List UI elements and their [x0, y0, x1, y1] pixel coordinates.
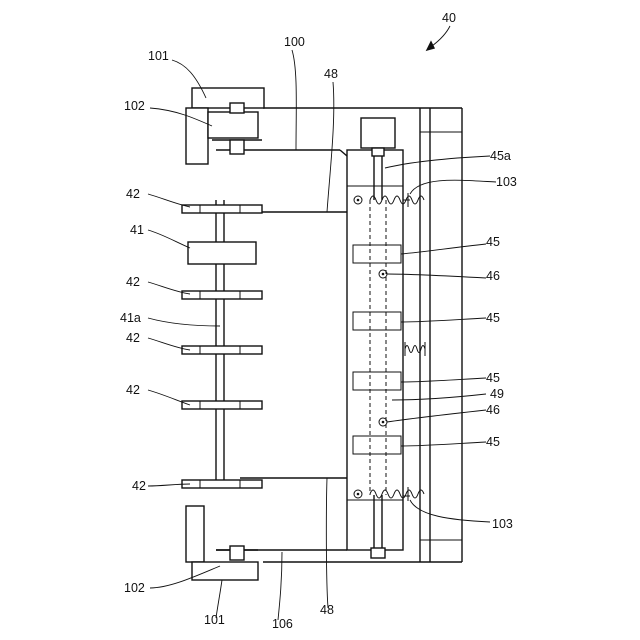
label-101-top: 101: [148, 49, 169, 63]
label-102-top: 102: [124, 99, 145, 113]
label-100: 100: [284, 35, 305, 49]
label-41a: 41a: [120, 311, 141, 325]
label-42-4: 42: [126, 383, 140, 397]
figure-arrow-head: [427, 42, 434, 50]
label-48-bottom: 48: [320, 603, 334, 617]
label-45-4: 45: [486, 435, 500, 449]
label-49: 49: [490, 387, 504, 401]
label-45-1: 45: [486, 235, 500, 249]
label-101-bottom: 101: [204, 613, 225, 627]
side-spring: [405, 342, 425, 356]
label-46-1: 46: [486, 269, 500, 283]
label-106: 106: [272, 617, 293, 631]
label-48-top: 48: [324, 67, 338, 81]
label-42-3: 42: [126, 331, 140, 345]
label-102-bottom: 102: [124, 581, 145, 595]
label-45-3: 45: [486, 371, 500, 385]
label-45a: 45a: [490, 149, 511, 163]
top-motor: [186, 88, 264, 164]
figure-arrow: [432, 26, 450, 46]
label-103-top: 103: [496, 175, 517, 189]
label-45-2: 45: [486, 311, 500, 325]
label-42-2: 42: [126, 275, 140, 289]
label-42-1: 42: [126, 187, 140, 201]
label-42-5: 42: [132, 479, 146, 493]
label-41: 41: [130, 223, 144, 237]
label-103-bottom: 103: [492, 517, 513, 531]
shaft-assembly: [182, 200, 262, 488]
bottom-motor: [186, 506, 258, 580]
label-46-2: 46: [486, 403, 500, 417]
figure-number: 40: [442, 11, 456, 25]
